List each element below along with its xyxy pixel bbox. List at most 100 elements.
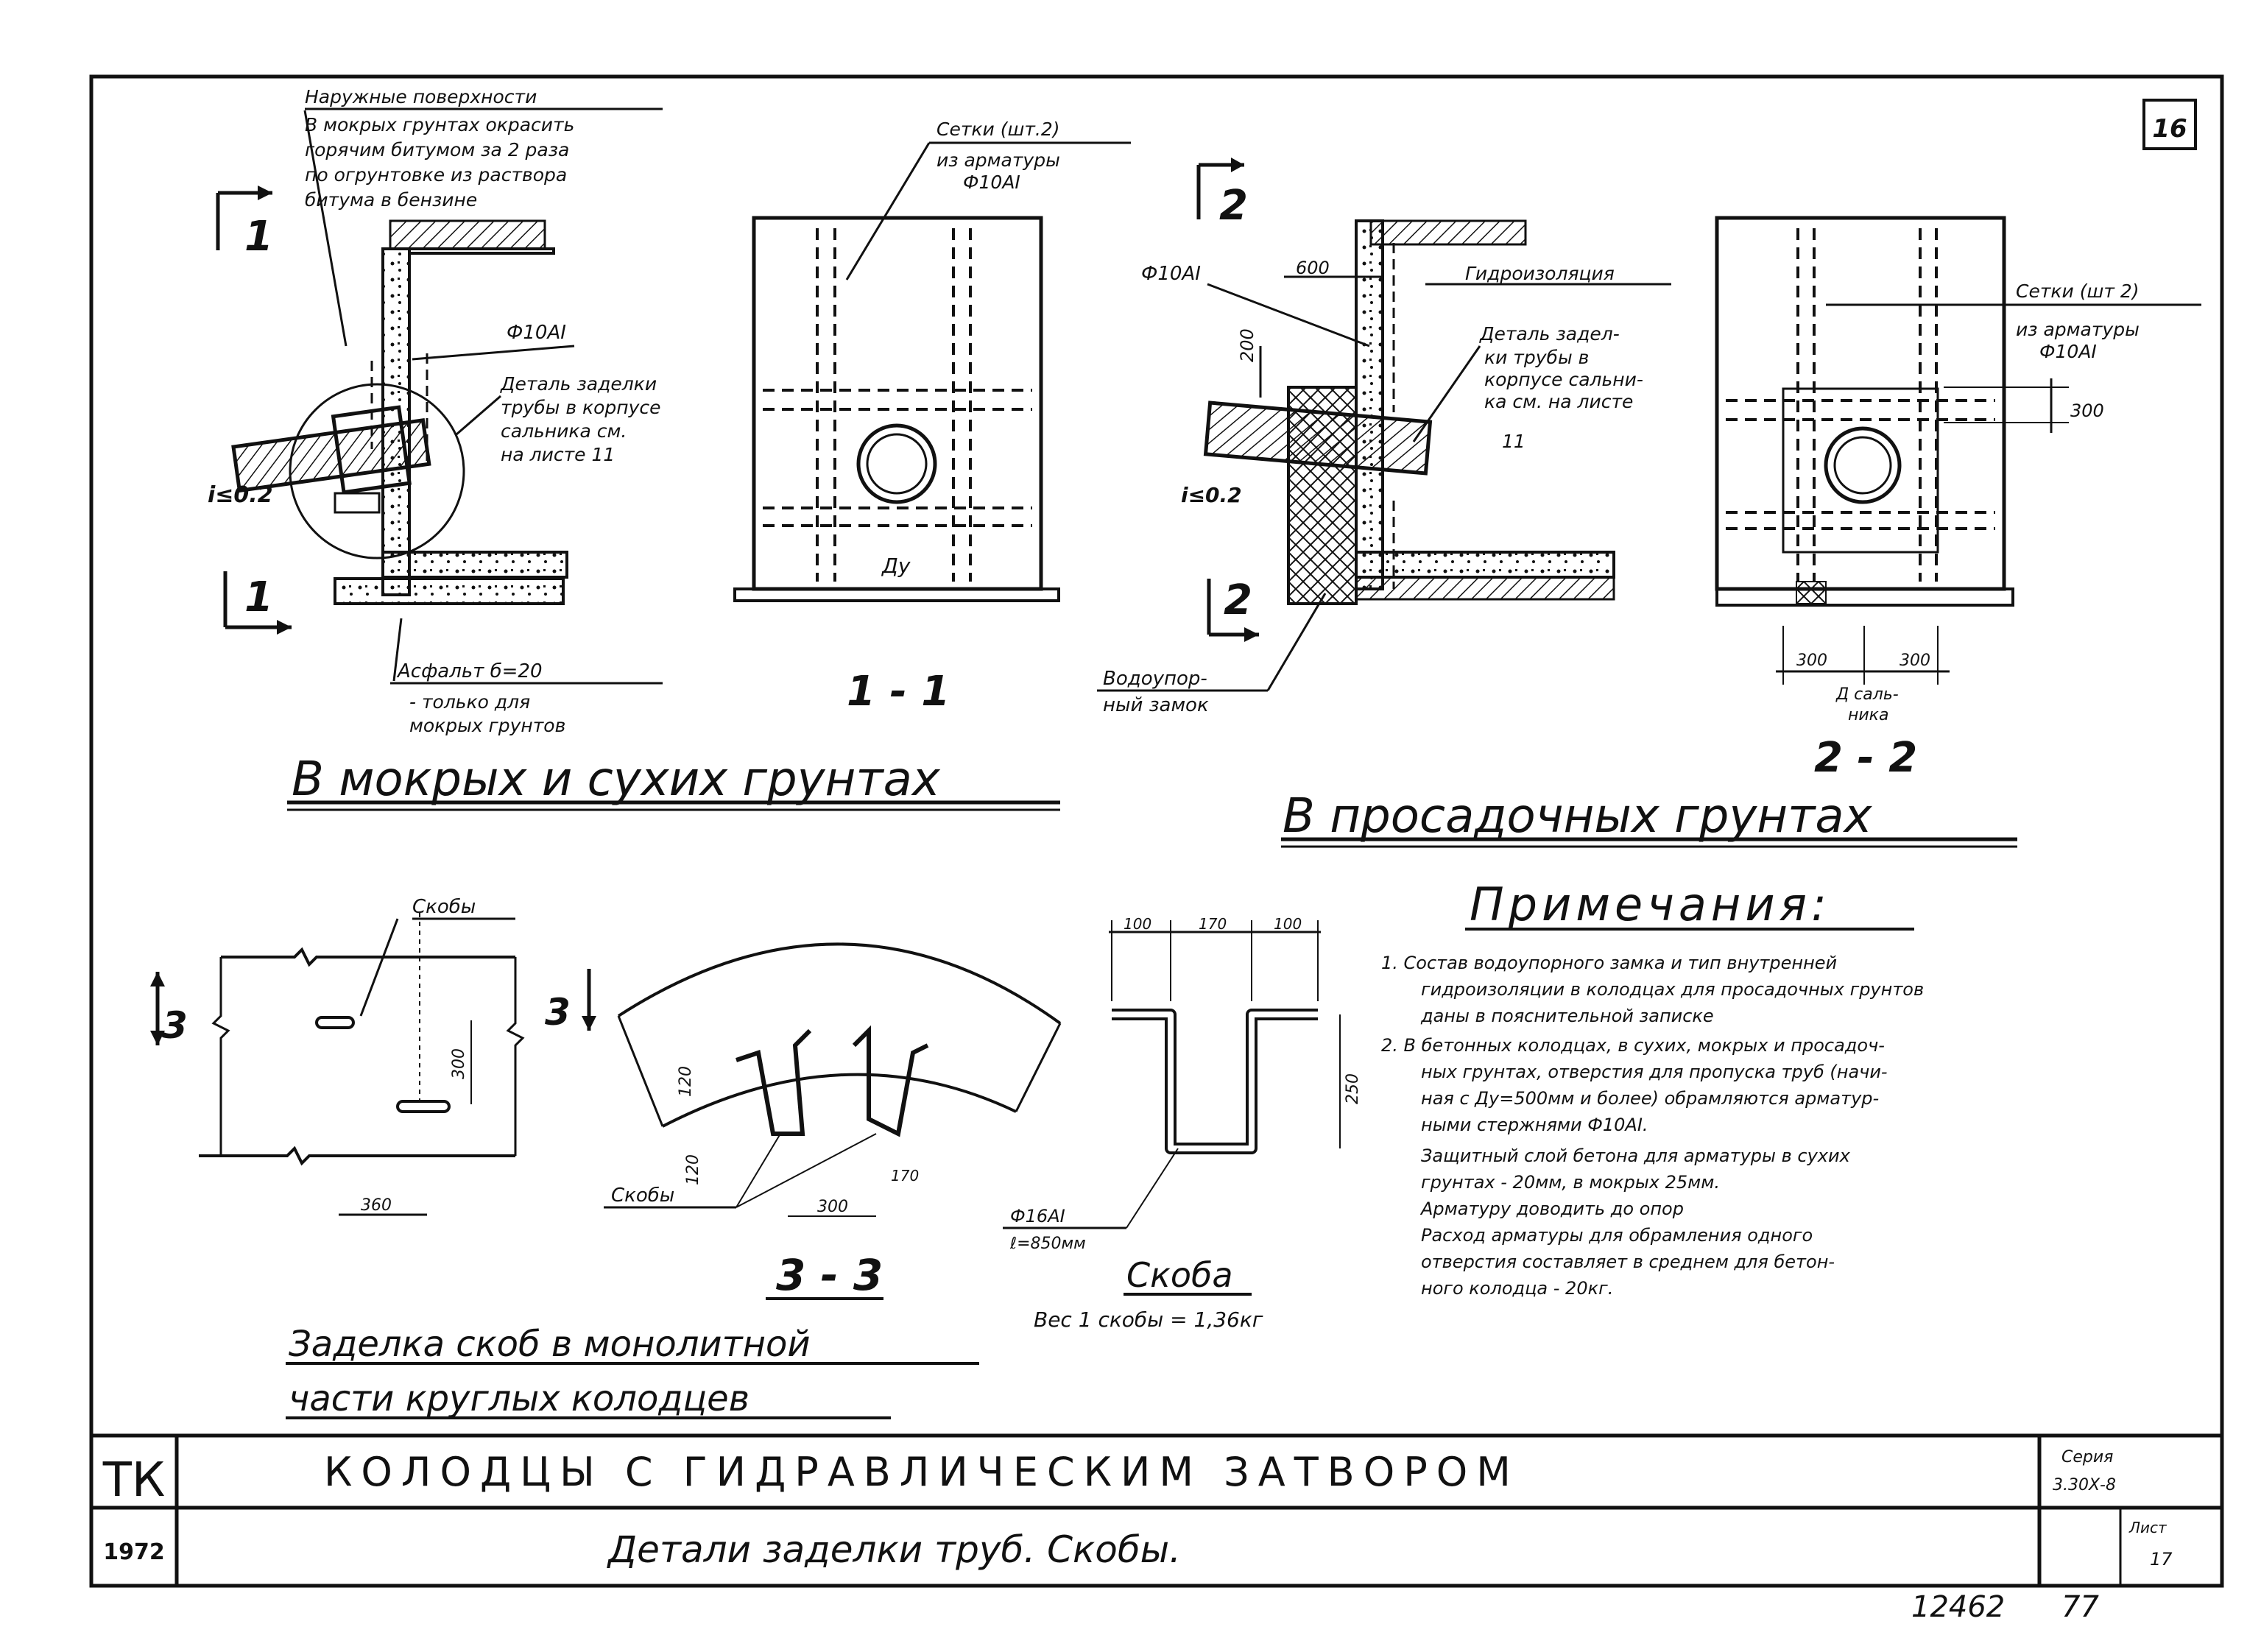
brackets-label-top: Скобы — [412, 896, 476, 918]
view-label-3-3: 3 - 3 — [776, 1250, 883, 1300]
dim-120-b: 120 — [684, 1154, 702, 1185]
sheet-value: 17 — [2150, 1549, 2173, 1570]
svg-text:ными стержнями Ф10АI.: ными стержнями Ф10АI. — [1421, 1115, 1648, 1135]
section-subsiding — [1203, 219, 1615, 605]
rebar-label-b: Ф10АI — [1141, 263, 1201, 285]
section-label-1-bottom: 1 — [244, 573, 273, 621]
svg-text:ная с Ду=500мм и более) обрамл: ная с Ду=500мм и более) обрамляются арма… — [1421, 1088, 1879, 1109]
rebar-label-c: Ф16АI — [1010, 1206, 1065, 1226]
brackets-label-curve: Скобы — [611, 1185, 674, 1207]
svg-text:из арматуры: из арматуры — [937, 149, 1060, 171]
svg-text:Наружные поверхности: Наружные поверхности — [305, 86, 537, 107]
title-year: 1972 — [103, 1539, 165, 1565]
seal-label-1: Д саль- — [1835, 685, 1899, 704]
svg-text:Водоупор-: Водоупор- — [1103, 668, 1207, 690]
svg-text:по огрунтовке из раствора: по огрунтовке из раствора — [305, 164, 567, 186]
dim-100-right: 100 — [1274, 915, 1302, 933]
svg-text:Сетки (шт 2): Сетки (шт 2) — [2016, 280, 2140, 302]
dim-600: 600 — [1296, 258, 1330, 278]
svg-text:Сетки (шт.2): Сетки (шт.2) — [937, 119, 1060, 140]
grids-note-a: Сетки (шт.2) из арматуры Ф10АI — [845, 119, 1131, 280]
lock-note: Водоупор- ный замок — [1097, 593, 1327, 716]
svg-text:гидроизоляции в колодцах для п: гидроизоляции в колодцах для просадочных… — [1421, 979, 1924, 1000]
svg-text:грунтах - 20мм, в мокрых 25мм.: грунтах - 20мм, в мокрых 25мм. — [1421, 1172, 1720, 1193]
view-label-1-1: 1 - 1 — [847, 668, 950, 716]
dim-200: 200 — [1237, 328, 1258, 362]
bracket-detail — [1109, 920, 1341, 1229]
section-label-1-top: 1 — [244, 213, 273, 261]
svg-text:трубы в корпусе: трубы в корпусе — [501, 397, 661, 418]
svg-text:- только для: - только для — [409, 691, 530, 713]
view-2-2 — [1715, 216, 2014, 607]
svg-text:ного колодца - 20кг.: ного колодца - 20кг. — [1421, 1278, 1613, 1299]
svg-text:ка см. на листе: ка см. на листе — [1484, 391, 1633, 412]
svg-text:ный замок: ный замок — [1103, 694, 1209, 716]
dim-300-wall: 300 — [450, 1048, 468, 1079]
bracket-heading: Скоба — [1126, 1255, 1233, 1295]
slope-label-b: i≤0.2 — [1181, 483, 1242, 507]
svg-text:Расход арматуры для обрамления: Расход арматуры для обрамления одного — [1421, 1225, 1813, 1246]
svg-text:отверстия составляет в среднем: отверстия составляет в среднем для бетон… — [1421, 1252, 1835, 1272]
heading-wet-dry: В мокрых и сухих грунтах — [292, 752, 941, 807]
title-main: КОЛОДЦЫ С ГИДРАВЛИЧЕСКИМ ЗАТВОРОМ — [324, 1449, 1520, 1495]
rebar-length: ℓ=850мм — [1009, 1235, 1086, 1253]
svg-text:Ф10АI: Ф10АI — [963, 172, 1020, 193]
heading-embed-1: Заделка скоб в монолитной — [289, 1324, 811, 1365]
detail-note-a: Деталь заделки трубы в корпусе сальника … — [456, 373, 661, 465]
dim-300-right: 300 — [1900, 652, 1930, 670]
svg-text:1. Состав водоупорного замка и: 1. Состав водоупорного замка и тип внутр… — [1381, 953, 1837, 973]
dim-120-a: 120 — [677, 1066, 695, 1097]
svg-text:11: 11 — [1502, 431, 1525, 452]
sheet-frame — [89, 74, 2224, 1588]
svg-text:Деталь заделки: Деталь заделки — [500, 373, 657, 395]
grids-note-b: Сетки (шт 2) из арматуры Ф10АI — [1826, 280, 2201, 362]
title-code: ТК — [102, 1453, 166, 1508]
heading-subsiding: В просадочных грунтах — [1283, 789, 1873, 844]
series-value: 3.30Х-8 — [2053, 1476, 2116, 1494]
surface-note: Наружные поверхности В мокрых грунтах ок… — [303, 86, 663, 347]
dim-170-curve: 170 — [891, 1167, 919, 1185]
section-label-3-right: 3 — [545, 991, 571, 1034]
svg-text:Асфальт б=20: Асфальт б=20 — [396, 660, 543, 682]
view-1-1 — [733, 216, 1060, 602]
stamp-number: 12462 — [1911, 1590, 2005, 1624]
svg-text:из арматуры: из арматуры — [2016, 319, 2140, 340]
svg-text:Арматуру доводить до опор: Арматуру доводить до опор — [1419, 1199, 1684, 1219]
svg-text:даны в пояснительной записке: даны в пояснительной записке — [1420, 1006, 1714, 1026]
svg-text:2. В бетонных колодцах, в сухи: 2. В бетонных колодцах, в сухих, мокрых … — [1381, 1035, 1885, 1056]
sheet-label: Лист — [2128, 1519, 2167, 1536]
svg-text:ных грунтах, отверстия для про: ных грунтах, отверстия для пропуска труб… — [1421, 1062, 1888, 1082]
detail-note-b: Деталь задел- ки трубы в корпусе сальни-… — [1412, 323, 1643, 452]
section-label-2-top: 2 — [1219, 182, 1248, 230]
dim-250: 250 — [1344, 1073, 1362, 1104]
svg-text:Защитный слой бетона для армат: Защитный слой бетона для арматуры в сухи… — [1421, 1146, 1851, 1166]
series-label: Серия — [2061, 1448, 2113, 1466]
svg-text:мокрых грунтов: мокрых грунтов — [409, 715, 565, 736]
dim-100-left: 100 — [1124, 915, 1151, 933]
sheet-number: 16 — [2152, 114, 2187, 144]
svg-text:сальника см.: сальника см. — [501, 420, 627, 442]
svg-text:Деталь задел-: Деталь задел- — [1479, 323, 1620, 345]
stamp-tail: 77 — [2061, 1590, 2099, 1624]
svg-text:Ф10АI: Ф10АI — [2039, 341, 2097, 362]
section-wet-dry — [231, 219, 568, 605]
seal-label-2: ника — [1848, 706, 1888, 724]
svg-text:корпусе сальни-: корпусе сальни- — [1484, 369, 1643, 390]
view-3-3 — [617, 942, 1062, 1137]
svg-text:на листе 11: на листе 11 — [501, 444, 615, 465]
bracket-wall-view — [199, 913, 525, 1166]
dim-300-left: 300 — [1796, 652, 1827, 670]
dim-300-v: 300 — [2070, 400, 2104, 421]
rebar-label-a: Ф10АI — [507, 322, 566, 344]
slope-label-a: i≤0.2 — [208, 482, 273, 508]
svg-text:горячим битумом за 2 раза: горячим битумом за 2 раза — [305, 139, 569, 160]
bracket-weight: Вес 1 скобы = 1,36кг — [1034, 1307, 1263, 1332]
dim-300-curve: 300 — [817, 1198, 848, 1216]
title-sub: Детали заделки труб. Скобы. — [607, 1528, 1181, 1571]
dim-170-top: 170 — [1199, 915, 1227, 933]
svg-text:В мокрых грунтах окрасить: В мокрых грунтах окрасить — [305, 114, 574, 135]
hydro-label: Гидроизоляция — [1465, 263, 1615, 284]
dim-360: 360 — [361, 1196, 392, 1215]
asphalt-note: Асфальт б=20 - только для мокрых грунтов — [390, 618, 663, 736]
